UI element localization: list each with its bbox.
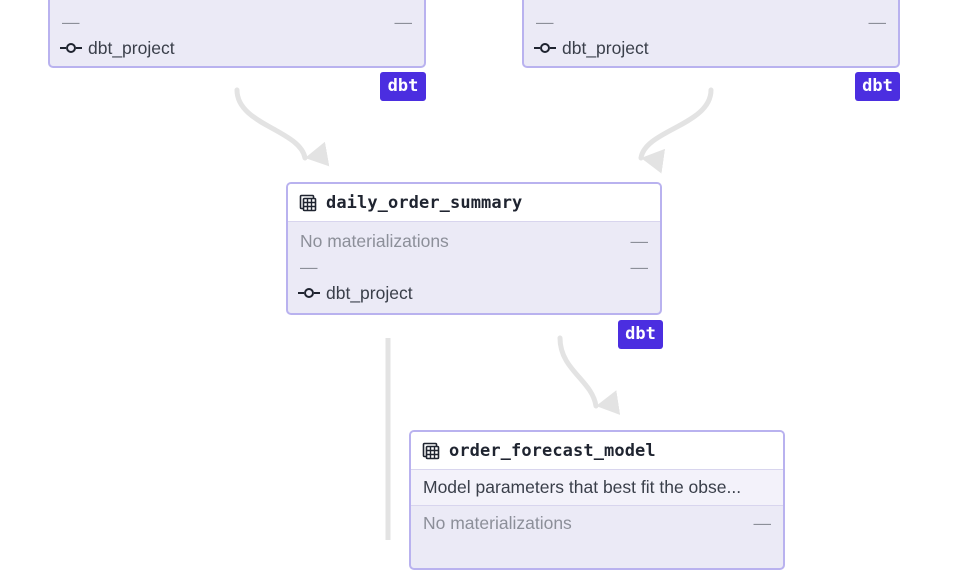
dbt-badge: dbt bbox=[380, 72, 426, 101]
table-icon bbox=[421, 441, 441, 461]
dbt-badge: dbt bbox=[618, 320, 663, 349]
node-row: No materializations — bbox=[288, 228, 660, 254]
row-value: — bbox=[630, 230, 649, 251]
row-value: — bbox=[753, 512, 772, 533]
commit-icon bbox=[60, 42, 82, 54]
node-row: — — bbox=[50, 9, 424, 35]
project-row[interactable]: dbt_project bbox=[524, 35, 898, 61]
row-label: No materializations bbox=[300, 230, 449, 251]
row-label: — bbox=[300, 256, 318, 277]
row-value: — bbox=[394, 11, 413, 32]
project-name: dbt_project bbox=[88, 37, 175, 58]
node-row: — — bbox=[524, 9, 898, 35]
commit-icon bbox=[534, 42, 556, 54]
asset-node-top-right[interactable]: — — dbt_project bbox=[522, 0, 900, 68]
asset-node-order-forecast-model[interactable]: order_forecast_model Model parameters th… bbox=[409, 430, 785, 570]
project-name: dbt_project bbox=[326, 282, 413, 303]
row-label: — bbox=[62, 11, 80, 32]
project-row[interactable]: dbt_project bbox=[288, 280, 660, 306]
asset-node-top-left[interactable]: — — dbt_project bbox=[48, 0, 426, 68]
project-name: dbt_project bbox=[562, 37, 649, 58]
commit-icon bbox=[298, 287, 320, 299]
table-icon bbox=[298, 193, 318, 213]
edge-top-left-to-daily bbox=[234, 87, 330, 167]
project-row[interactable]: dbt_project bbox=[50, 35, 424, 61]
node-header: daily_order_summary bbox=[288, 184, 660, 222]
edge-top-right-to-daily bbox=[638, 87, 714, 174]
row-value: — bbox=[868, 11, 887, 32]
row-label: No materializations bbox=[423, 512, 572, 533]
asset-node-daily-order-summary[interactable]: daily_order_summary No materializations … bbox=[286, 182, 662, 315]
row-label: — bbox=[536, 11, 554, 32]
node-header: order_forecast_model bbox=[411, 432, 783, 470]
row-value: — bbox=[630, 256, 649, 277]
node-description: Model parameters that best fit the obse.… bbox=[411, 470, 783, 506]
edge-daily-to-forecast bbox=[557, 335, 621, 415]
dbt-badge: dbt bbox=[855, 72, 900, 101]
node-title: daily_order_summary bbox=[326, 192, 523, 213]
node-title: order_forecast_model bbox=[449, 440, 656, 461]
node-row: — — bbox=[288, 254, 660, 280]
node-row: No materializations — bbox=[411, 510, 783, 536]
